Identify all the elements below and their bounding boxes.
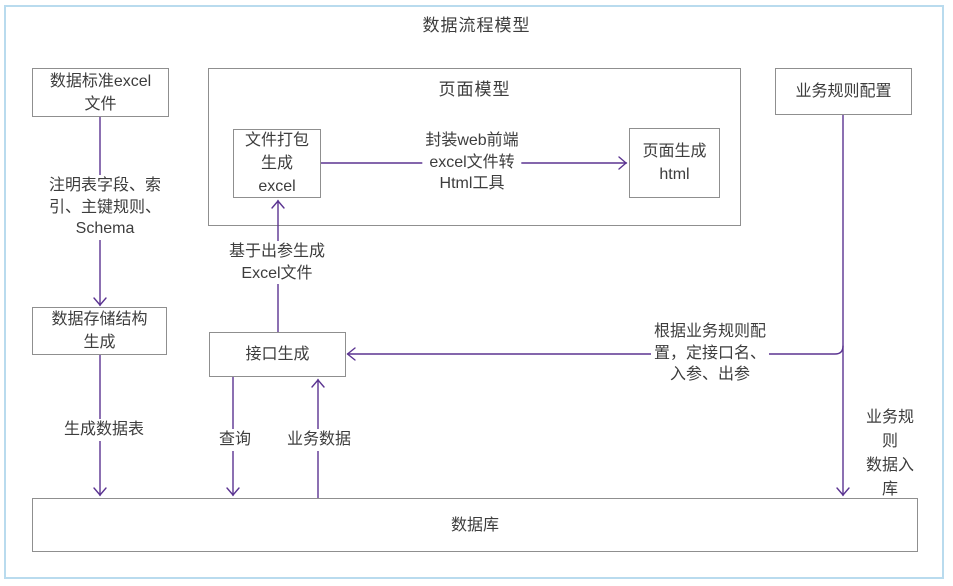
label-excel-from-output: 基于出参生成 Excel文件 (225, 241, 329, 284)
label-rule-to-api: 根据业务规则配 置，定接口名、 入参、出参 (650, 321, 770, 386)
arrowhead-down-icon (836, 487, 850, 496)
node-file-pack: 文件打包 生成 excel (233, 129, 321, 198)
arrowhead-up-icon (311, 379, 325, 388)
edge-line (346, 345, 844, 355)
arrowhead-down-icon (93, 297, 107, 306)
node-page-gen-html: 页面生成 html (629, 128, 720, 198)
diagram-title: 数据流程模型 (422, 16, 531, 35)
label-query: 查询 (215, 429, 255, 451)
label-wrap-web-tool: 封装web前端 excel文件转 Html工具 (422, 130, 522, 195)
node-database: 数据库 (32, 498, 918, 552)
group-page-model: 页面模型 (208, 68, 741, 226)
edge-ruleconfig-to-apigen (346, 345, 844, 361)
group-page-model-title: 页面模型 (438, 80, 511, 99)
node-data-standard-excel: 数据标准excel 文件 (32, 68, 169, 117)
label-business-data: 业务数据 (283, 429, 355, 451)
arrowhead-left-icon (346, 347, 356, 361)
arrowhead-down-icon (93, 487, 107, 496)
arrowhead-up-icon (271, 200, 285, 209)
edge-ruleconfig-to-database (836, 114, 850, 497)
node-api-gen: 接口生成 (209, 332, 346, 377)
node-business-rule-config: 业务规则配置 (775, 68, 912, 115)
arrowhead-down-icon (226, 487, 240, 496)
node-data-storage: 数据存储结构 生成 (32, 307, 167, 355)
label-generate-table: 生成数据表 (60, 419, 148, 441)
label-rule-data-to-db: 业务规则 数据入库 (858, 406, 922, 502)
arrowhead-right-icon (618, 156, 627, 170)
label-annotate-fields: 注明表字段、索 引、主键规则、 Schema (45, 175, 165, 240)
